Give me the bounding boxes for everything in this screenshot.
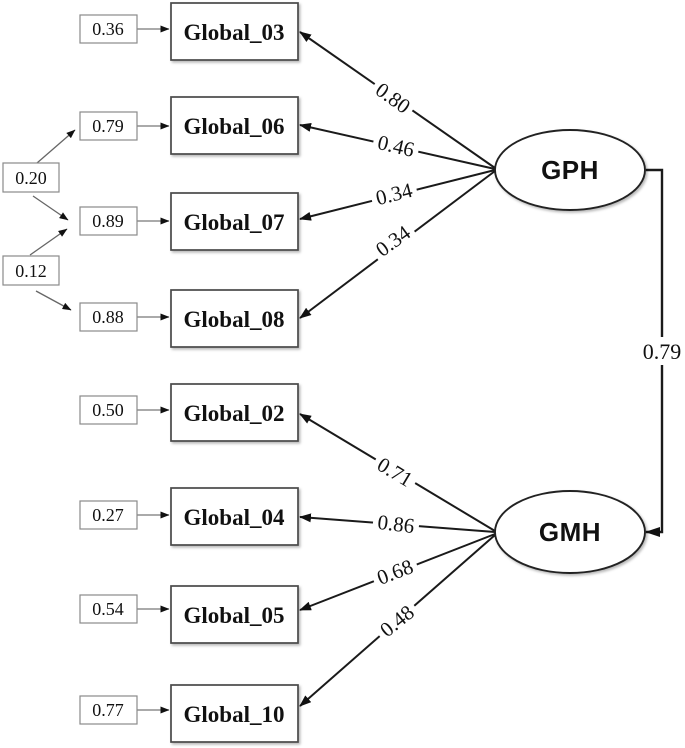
error-covariance-07-08: 0.12 bbox=[2, 255, 60, 286]
error-value: 0.50 bbox=[92, 400, 124, 420]
error-value: 0.88 bbox=[92, 307, 124, 327]
error-variance-global-02: 0.50 bbox=[79, 395, 138, 425]
loading-label: 0.86 bbox=[376, 510, 415, 538]
label-backdrop bbox=[368, 75, 419, 120]
label-backdrop bbox=[370, 450, 421, 493]
error-variance-global-03: 0.36 bbox=[79, 14, 138, 44]
indicator-global-05: Global_05 bbox=[170, 585, 299, 644]
label-backdrop bbox=[369, 553, 421, 590]
label-backdrop bbox=[372, 597, 422, 644]
covariance-path-012-to-089 bbox=[29, 228, 68, 256]
error-variance-global-05: 0.54 bbox=[79, 594, 138, 624]
covariance-path-020-to-089 bbox=[32, 195, 69, 221]
error-box bbox=[79, 302, 138, 332]
indicator-label: Global_02 bbox=[184, 401, 285, 426]
indicator-box bbox=[170, 684, 299, 743]
covariance-path-020-to-079 bbox=[36, 129, 76, 164]
error-variance-global-07: 0.89 bbox=[79, 206, 138, 236]
error-value: 0.89 bbox=[92, 211, 124, 231]
indicator-box bbox=[170, 289, 299, 348]
error-value: 0.36 bbox=[92, 19, 124, 39]
label-backdrop bbox=[371, 130, 421, 161]
label-backdrop bbox=[371, 510, 421, 537]
factor-gph: GPH bbox=[494, 129, 646, 211]
covariance-value: 0.12 bbox=[15, 261, 47, 281]
indicator-global-10: Global_10 bbox=[170, 684, 299, 743]
covariance-box bbox=[2, 162, 60, 193]
covariance-box bbox=[2, 255, 60, 286]
factor-label: GPH bbox=[541, 155, 599, 185]
indicator-global-06: Global_06 bbox=[170, 96, 299, 155]
loading-label-group-global-07: 0.34 bbox=[369, 177, 419, 210]
loading-label: 0.46 bbox=[375, 130, 416, 162]
indicator-global-04: Global_04 bbox=[170, 487, 299, 546]
indicator-label: Global_06 bbox=[184, 114, 285, 139]
indicator-box bbox=[170, 585, 299, 644]
indicator-label: Global_04 bbox=[184, 505, 285, 530]
error-box bbox=[79, 695, 138, 725]
indicator-label: Global_05 bbox=[184, 603, 285, 628]
factor-gmh: GMH bbox=[494, 490, 646, 574]
covariance-value: 0.20 bbox=[15, 168, 47, 188]
indicator-global-08: Global_08 bbox=[170, 289, 299, 348]
factor-correlation-label: 0.79 bbox=[643, 339, 682, 364]
error-value: 0.77 bbox=[92, 700, 124, 720]
loading-label-group-global-04: 0.86 bbox=[371, 510, 421, 538]
indicator-box bbox=[170, 192, 299, 251]
error-box bbox=[79, 395, 138, 425]
loading-label-group-global-03: 0.80 bbox=[368, 75, 419, 120]
loading-label-group-global-05: 0.68 bbox=[369, 553, 421, 590]
factor-correlation-label-group: 0.79 bbox=[640, 337, 684, 365]
error-value: 0.54 bbox=[92, 599, 124, 619]
loading-label-group-global-08: 0.34 bbox=[367, 218, 418, 263]
indicator-global-02: Global_02 bbox=[170, 383, 299, 442]
error-variance-global-06: 0.79 bbox=[79, 111, 138, 141]
factor-ellipse bbox=[494, 490, 646, 574]
indicator-label: Global_07 bbox=[184, 210, 285, 235]
error-covariance-06-07: 0.20 bbox=[2, 162, 60, 193]
error-box bbox=[79, 111, 138, 141]
indicator-box bbox=[170, 383, 299, 442]
factor-ellipse bbox=[494, 129, 646, 211]
factor-label: GMH bbox=[539, 517, 601, 547]
label-backdrop bbox=[367, 218, 418, 263]
loading-label-group-global-02: 0.71 bbox=[370, 450, 421, 493]
error-box bbox=[79, 14, 138, 44]
error-box bbox=[79, 206, 138, 236]
loading-label-group-global-06: 0.46 bbox=[371, 130, 421, 162]
indicator-label: Global_08 bbox=[184, 307, 285, 332]
indicator-box bbox=[170, 96, 299, 155]
indicator-label: Global_03 bbox=[184, 20, 285, 45]
indicator-label: Global_10 bbox=[184, 702, 285, 727]
label-backdrop bbox=[640, 337, 684, 365]
error-value: 0.27 bbox=[92, 505, 124, 525]
error-value: 0.79 bbox=[92, 116, 124, 136]
error-variance-global-04: 0.27 bbox=[79, 500, 138, 530]
error-variance-global-08: 0.88 bbox=[79, 302, 138, 332]
indicator-global-03: Global_03 bbox=[170, 2, 299, 61]
loading-label: 0.34 bbox=[373, 178, 415, 210]
error-box bbox=[79, 594, 138, 624]
indicator-global-07: Global_07 bbox=[170, 192, 299, 251]
error-box bbox=[79, 500, 138, 530]
indicator-box bbox=[170, 487, 299, 546]
error-variance-global-10: 0.77 bbox=[79, 695, 138, 725]
label-backdrop bbox=[369, 177, 419, 210]
indicator-box bbox=[170, 2, 299, 61]
covariance-path-012-to-088 bbox=[35, 290, 72, 311]
